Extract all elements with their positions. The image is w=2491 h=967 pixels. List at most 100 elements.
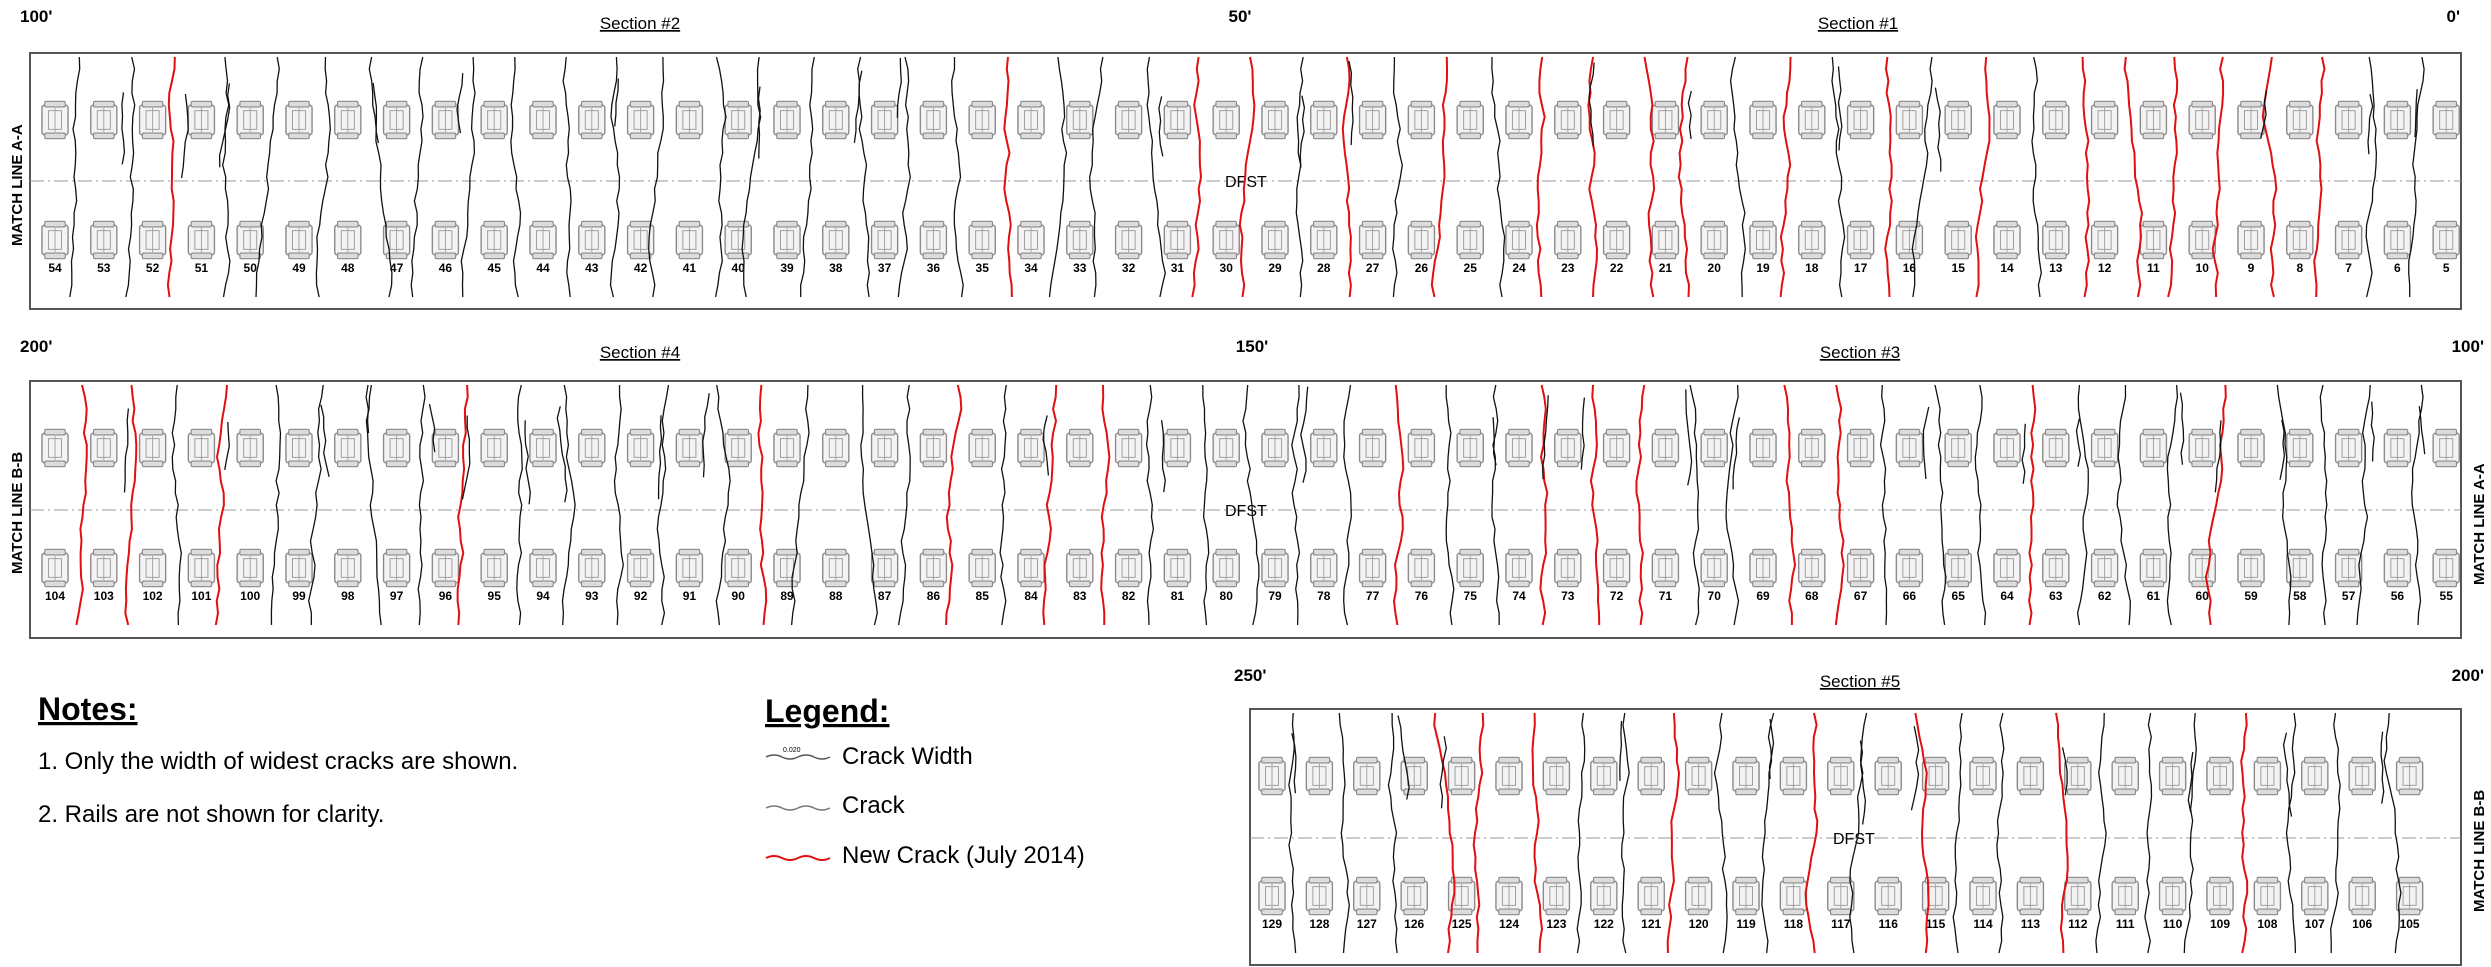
- rail-tie: [968, 428, 996, 468]
- rail-tie: [1700, 428, 1728, 468]
- new-crack: [214, 384, 228, 626]
- station-left: 250': [1234, 666, 1266, 685]
- rail-tie: [1651, 548, 1680, 588]
- crack: [1146, 56, 1166, 298]
- tie-number: 119: [1736, 917, 1756, 931]
- rail-tie: [724, 428, 752, 468]
- new-crack: [1392, 384, 1405, 626]
- tie-number: 91: [683, 589, 697, 603]
- rail-tie: [1749, 100, 1777, 140]
- crack-width-swatch: [765, 754, 831, 760]
- rail-tie: [2237, 220, 2265, 260]
- rail-tie: [578, 100, 606, 140]
- rail-tie: [870, 548, 899, 588]
- tie-number: 98: [341, 589, 355, 603]
- tie-number: 102: [143, 589, 163, 603]
- rail-tie: [2188, 428, 2216, 468]
- rail-tie: [822, 548, 850, 588]
- rail-tie: [1163, 100, 1192, 140]
- rail-tie: [480, 428, 508, 468]
- crack: [2183, 712, 2197, 954]
- crack: [171, 384, 182, 626]
- tie-number: 101: [191, 589, 211, 603]
- rail-tie: [1456, 220, 1484, 260]
- rail-tie: [1114, 548, 1143, 588]
- tie-number: 86: [927, 589, 941, 603]
- rail-tie: [334, 220, 362, 260]
- rail-tie: [1407, 100, 1436, 140]
- rail-tie: [2158, 756, 2187, 796]
- crack: [1291, 384, 1301, 626]
- tie-number: 5: [2443, 261, 2450, 275]
- tie-number: 67: [1854, 589, 1868, 603]
- rail-tie: [1554, 548, 1582, 588]
- crack: [255, 56, 280, 298]
- section-title: Section #3: [1820, 343, 1900, 362]
- crack-layer: [75, 384, 2426, 626]
- rail-tie: [1358, 548, 1387, 588]
- station-left: 100': [20, 7, 52, 26]
- tie-number: 66: [1903, 589, 1917, 603]
- rail-tie: [1310, 220, 1338, 260]
- crack: [1911, 56, 1933, 298]
- rail-tie: [724, 100, 752, 140]
- new-crack: [1531, 712, 1544, 954]
- rail-tie: [822, 100, 850, 140]
- crack: [1768, 718, 1775, 780]
- rail-tie: [724, 548, 752, 588]
- rail-tie: [138, 100, 167, 140]
- crack: [2095, 712, 2107, 954]
- crack: [1387, 712, 1398, 954]
- tie-number: 13: [2049, 261, 2063, 275]
- crack: [1445, 385, 1455, 626]
- section-title: Section #2: [600, 14, 680, 33]
- rail-tie: [1590, 876, 1618, 916]
- crack: [1048, 56, 1068, 298]
- new-crack: [2167, 56, 2179, 298]
- rail-tie: [1684, 756, 1713, 796]
- rail-tie: [1732, 876, 1760, 916]
- rail-tie: [2334, 100, 2363, 140]
- tie-number: 120: [1689, 917, 1709, 931]
- crack: [951, 57, 964, 298]
- rail-tie: [2432, 220, 2460, 260]
- crack: [1300, 386, 1309, 483]
- tie-number: 43: [585, 261, 599, 275]
- rail-tie: [236, 100, 264, 140]
- rail-tie: [1066, 220, 1094, 260]
- crack: [1879, 384, 1888, 626]
- rail-tie: [1944, 220, 1972, 260]
- crack: [428, 404, 436, 453]
- rail-tie: [187, 100, 216, 140]
- rail-tie: [2206, 876, 2234, 916]
- rail-tie: [2042, 220, 2070, 260]
- rail-tie: [2286, 428, 2314, 468]
- rail-tie: [1602, 428, 1631, 468]
- rail-tie: [1505, 100, 1533, 140]
- tie-number: 81: [1171, 589, 1185, 603]
- rail-tie: [1602, 548, 1631, 588]
- tie-number: 128: [1309, 917, 1329, 931]
- rail-tie: [2042, 548, 2070, 588]
- rail-tie: [1874, 876, 1902, 916]
- crack: [1729, 56, 1746, 298]
- crack: [2319, 384, 2328, 626]
- rail-tie: [2237, 100, 2265, 140]
- rail-tie: [1353, 756, 1381, 796]
- rail-tie: [1261, 100, 1289, 140]
- crack: [2414, 89, 2418, 138]
- rail-tie: [2334, 548, 2363, 588]
- rail-tie: [1261, 220, 1289, 260]
- crack: [1299, 95, 1306, 168]
- tie-number: 76: [1415, 589, 1429, 603]
- rail-tie: [431, 548, 460, 588]
- rail-tie: [2206, 756, 2234, 796]
- new-crack: [1191, 56, 1203, 298]
- crack: [556, 406, 568, 503]
- crack: [860, 385, 878, 626]
- rail-tie: [1749, 220, 1777, 260]
- rail-tie: [1779, 756, 1808, 796]
- rail-tie: [2383, 100, 2412, 140]
- new-crack: [1341, 56, 1352, 298]
- rail-tie: [285, 220, 313, 260]
